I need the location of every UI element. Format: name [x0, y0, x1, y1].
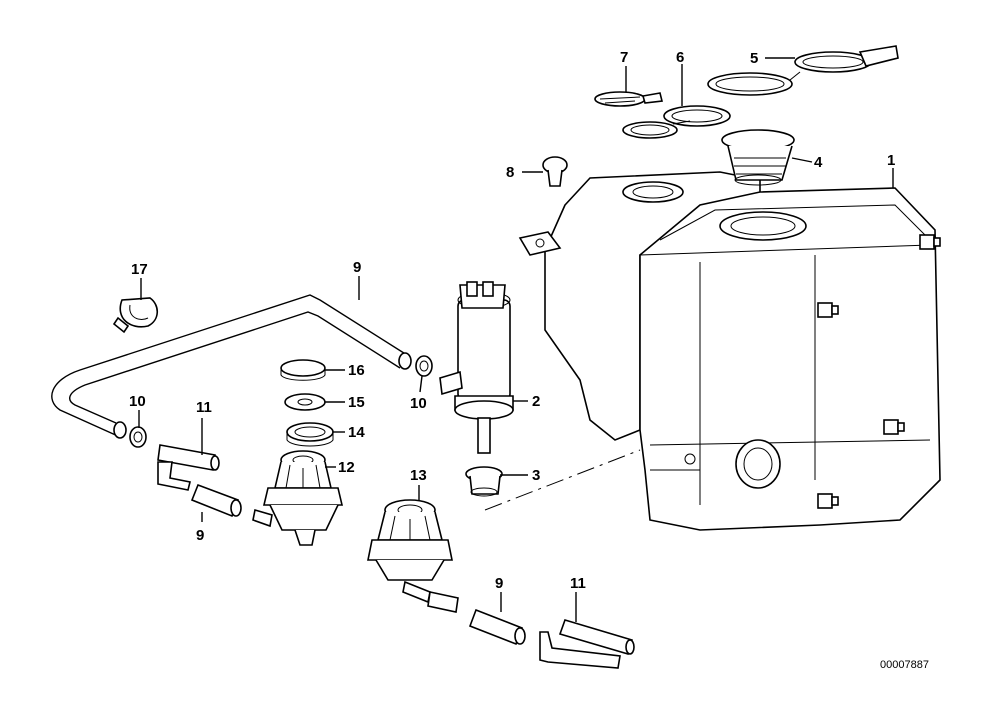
mounting-stud: [883, 419, 905, 435]
washer-disc: [284, 393, 326, 411]
callout-16: 16: [348, 362, 365, 379]
pump-grommet: [465, 466, 503, 497]
callout-8: 8: [506, 164, 514, 181]
connector-left: [129, 426, 147, 448]
callout-5: 5: [750, 50, 758, 67]
valve-body-left: [252, 450, 344, 546]
mounting-stud: [817, 493, 839, 509]
callout-9-left-hose: 9: [196, 527, 204, 544]
mounting-stud: [919, 234, 941, 250]
callout-12: 12: [338, 459, 355, 476]
reference-number: 00007887: [880, 659, 929, 671]
callout-2: 2: [532, 393, 540, 410]
callout-labels: 1 2 3 4 5 6 7 8 9 9 9 10 10 11 11 12 13 …: [129, 49, 895, 592]
valve-body-right: [367, 499, 459, 613]
callout-10-left: 10: [129, 393, 146, 410]
assembly-line: [484, 449, 641, 511]
hose-clip: [112, 297, 159, 334]
mounting-stud: [817, 302, 839, 318]
cap-disc: [594, 91, 663, 107]
seal-ring: [286, 422, 334, 447]
callout-4: 4: [814, 154, 823, 171]
t-piece-right: [539, 619, 635, 669]
hose-long: [51, 294, 412, 439]
hose-short-left: [190, 483, 242, 518]
hose-short-right: [468, 608, 526, 646]
callout-9-right-hose: 9: [495, 575, 503, 592]
callout-3: 3: [532, 467, 540, 484]
callout-10-right: 10: [410, 395, 427, 412]
connector-right: [415, 355, 433, 377]
callout-9-long-hose: 9: [353, 259, 361, 276]
washer-pump: [439, 281, 514, 454]
callout-17: 17: [131, 261, 148, 278]
filler-strainer: [721, 129, 795, 186]
gasket-ring: [622, 105, 731, 139]
cover-cap: [280, 359, 326, 381]
cap-with-strap: [707, 45, 899, 96]
callout-7: 7: [620, 49, 628, 66]
callout-14: 14: [348, 424, 365, 441]
t-piece-left: [157, 444, 220, 491]
callout-11-left: 11: [196, 399, 212, 416]
rubber-plug: [542, 156, 568, 187]
callout-11-right: 11: [570, 575, 586, 592]
callout-1: 1: [887, 152, 895, 169]
callout-6: 6: [676, 49, 684, 66]
leader-lines: [138, 57, 894, 622]
callout-13: 13: [410, 467, 427, 484]
callout-15: 15: [348, 394, 365, 411]
reservoir-tank: [518, 171, 941, 531]
